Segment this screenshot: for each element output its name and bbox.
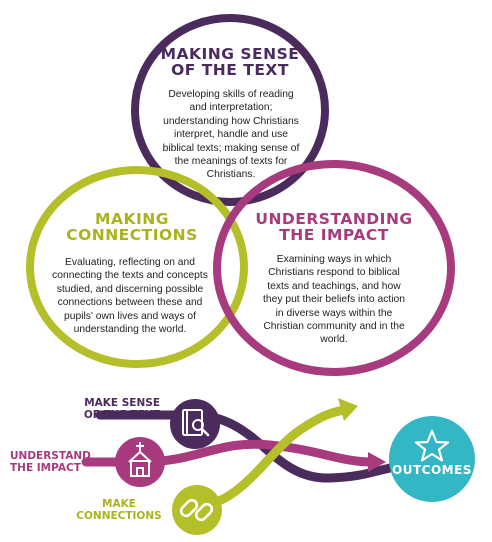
book-magnifier-icon bbox=[182, 409, 210, 437]
sense-title: MAKING SENSE OF THE TEXT bbox=[160, 45, 300, 80]
circle-sense bbox=[131, 14, 329, 206]
flow-ribbon-connections bbox=[195, 405, 350, 510]
flow-ribbon-impact bbox=[81, 439, 377, 467]
sense-description: Developing skills of reading and interpr… bbox=[162, 89, 300, 181]
chain-link-icon bbox=[179, 498, 214, 522]
icon-circle-connections bbox=[172, 485, 222, 535]
impact-title: UNDERSTANDING THE IMPACT bbox=[255, 210, 413, 245]
outcome-label: OUTCOMES bbox=[392, 463, 472, 477]
church-icon bbox=[128, 442, 152, 477]
flow-arrow-impact bbox=[368, 452, 386, 472]
flow-label-connections: MAKE CONNECTIONS bbox=[76, 498, 162, 522]
flow-label-impact: UNDERSTAND THE IMPACT bbox=[10, 450, 91, 474]
flow-ribbon-sense bbox=[95, 410, 395, 483]
flow-label-sense: MAKE SENSE OF THE TEXT bbox=[83, 397, 160, 421]
circle-impact bbox=[213, 160, 455, 376]
star-icon bbox=[414, 429, 450, 462]
circle-connections bbox=[26, 166, 248, 368]
connections-title: MAKING CONNECTIONS bbox=[66, 210, 198, 245]
impact-description: Examining ways in which Christians respo… bbox=[263, 254, 405, 346]
connections-description: Evaluating, reflecting on and connecting… bbox=[52, 257, 208, 336]
outcome-circle bbox=[389, 416, 475, 502]
flow-arrow-connections bbox=[338, 398, 358, 421]
icon-circle-sense bbox=[170, 399, 220, 449]
